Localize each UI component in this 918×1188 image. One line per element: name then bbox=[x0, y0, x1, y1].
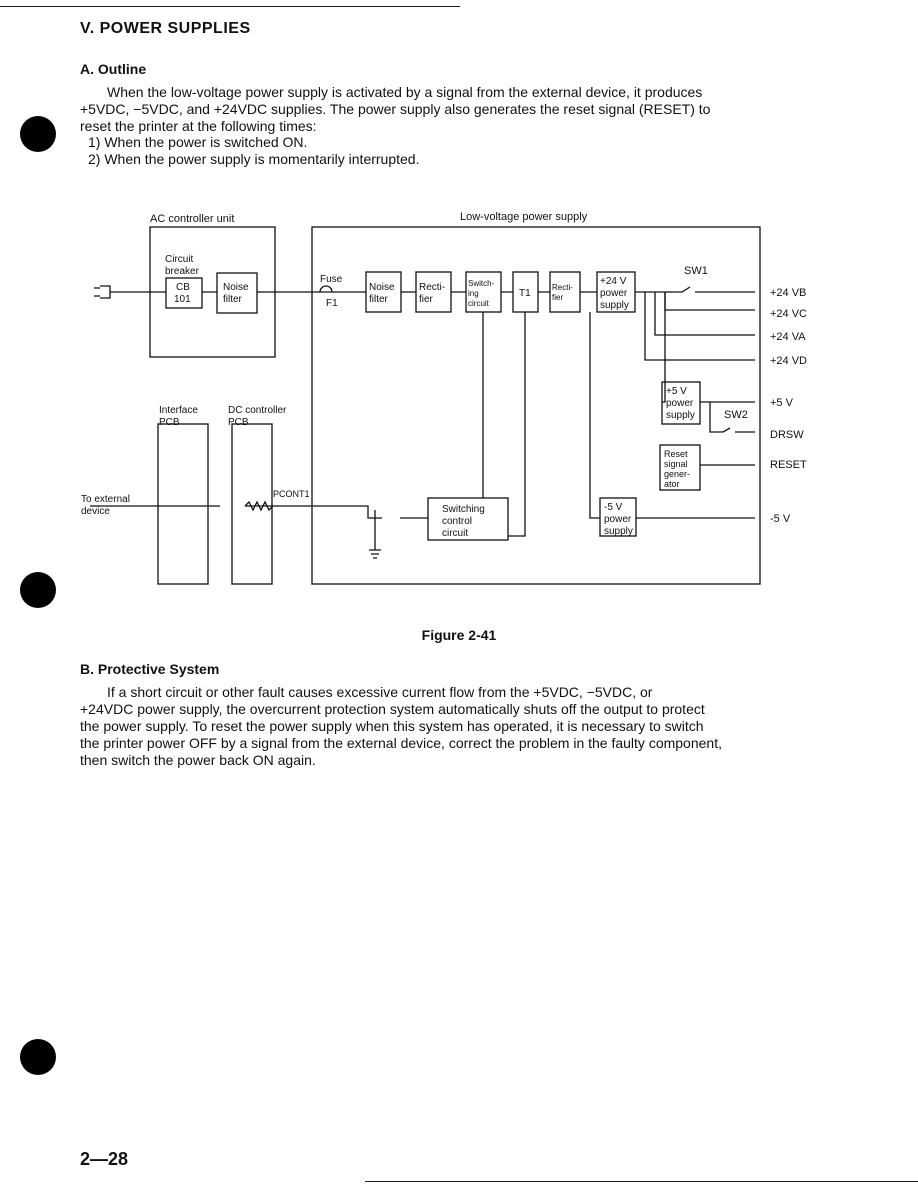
low-voltage-supply-frame bbox=[311, 226, 761, 585]
section-title: V. POWER SUPPLIES bbox=[80, 20, 251, 37]
interface-label: PCB bbox=[159, 417, 180, 428]
protective-line: +24VDC power supply, the overcurrent pro… bbox=[80, 701, 705, 717]
protective-line: then switch the power back ON again. bbox=[80, 752, 316, 768]
cb-label: CB bbox=[176, 282, 190, 293]
m5-supply-box bbox=[599, 497, 637, 537]
sw1-label: SW1 bbox=[684, 265, 708, 277]
low-voltage-label: Low-voltage power supply bbox=[460, 211, 588, 223]
f1-label: F1 bbox=[326, 298, 338, 309]
fuse-label: Fuse bbox=[320, 274, 343, 285]
fuse-symbol bbox=[319, 285, 333, 293]
t1-label: T1 bbox=[519, 288, 531, 299]
page-number: 2—28 bbox=[80, 1149, 129, 1169]
circuit-breaker-label: breaker bbox=[165, 266, 200, 277]
protective-line: the power supply. To reset the power sup… bbox=[80, 718, 704, 734]
outline-line: When the low-voltage power supply is act… bbox=[107, 84, 703, 100]
m5-label: power bbox=[604, 514, 632, 525]
rectifier2-label: Recti- bbox=[552, 283, 573, 292]
noise-filter-ac-box bbox=[216, 272, 258, 314]
output-5v: +5 V bbox=[770, 397, 794, 409]
list-item: 2) When the power supply is momentarily … bbox=[88, 151, 420, 167]
bottom-rule bbox=[365, 1181, 918, 1182]
dc-controller-pcb-frame bbox=[231, 423, 273, 585]
output-24vc: +24 VC bbox=[770, 308, 807, 320]
binder-hole-middle bbox=[20, 572, 56, 608]
pcont-label: PCONT1 bbox=[273, 489, 310, 499]
external-device-label: device bbox=[81, 506, 110, 517]
switching-control-label: circuit bbox=[442, 528, 468, 539]
output-reset: RESET bbox=[770, 459, 807, 471]
m5-label: supply bbox=[604, 526, 633, 537]
output-24vb: +24 VB bbox=[770, 287, 806, 299]
output-24vd: +24 VD bbox=[770, 355, 807, 367]
circuit-breaker-label: Circuit bbox=[165, 254, 194, 265]
switching-label: ing bbox=[468, 289, 479, 298]
reset-gen-label: signal bbox=[664, 459, 688, 469]
outline-line: +5VDC, −5VDC, and +24VDC supplies. The p… bbox=[80, 101, 711, 117]
interface-pcb-frame bbox=[157, 423, 209, 585]
noise-filter-label: filter bbox=[369, 294, 389, 305]
p24-label: +24 V bbox=[600, 276, 627, 287]
reset-gen-label: ator bbox=[664, 479, 680, 489]
p24-label: supply bbox=[600, 300, 629, 311]
interface-label: Interface bbox=[159, 405, 198, 416]
output-24va: +24 VA bbox=[770, 331, 806, 343]
output-m5v: -5 V bbox=[770, 513, 791, 525]
noise-filter-label: Noise bbox=[369, 282, 395, 293]
ac-controller-label: AC controller unit bbox=[150, 213, 234, 225]
outline-list: 1) When the power is switched ON. 2) Whe… bbox=[88, 134, 419, 168]
rectifier2-box bbox=[549, 271, 581, 313]
external-device-label: To external bbox=[81, 494, 130, 505]
power-supply-block-diagram: AC controller unit Low-voltage power sup… bbox=[70, 200, 830, 605]
m5-label: -5 V bbox=[604, 502, 623, 513]
binder-hole-top bbox=[20, 116, 56, 152]
p5-label: +5 V bbox=[666, 386, 687, 397]
rectifier2-label: fier bbox=[552, 293, 563, 302]
noise-filter-ac-label: Noise bbox=[223, 282, 249, 293]
p24-label: power bbox=[600, 288, 628, 299]
noise-filter-ac-label: filter bbox=[223, 294, 243, 305]
p5-supply-box bbox=[661, 381, 701, 425]
p5-label: supply bbox=[666, 410, 695, 421]
switching-control-label: control bbox=[442, 516, 472, 527]
outline-line: reset the printer at the following times… bbox=[80, 118, 317, 134]
rectifier-label: fier bbox=[419, 294, 434, 305]
reset-gen-label: Reset bbox=[664, 449, 688, 459]
dc-controller-label: DC controller bbox=[228, 405, 287, 416]
protective-line: the printer power OFF by a signal from t… bbox=[80, 735, 722, 751]
block-diagram-svg: AC controller unit Low-voltage power sup… bbox=[81, 211, 807, 585]
outline-paragraph: When the low-voltage power supply is act… bbox=[80, 84, 820, 135]
binder-hole-bottom bbox=[20, 1039, 56, 1075]
outline-heading: A. Outline bbox=[80, 61, 147, 77]
p5-label: power bbox=[666, 398, 694, 409]
switching-control-box bbox=[427, 497, 509, 541]
cb-label: 101 bbox=[174, 294, 191, 305]
figure-caption: Figure 2-41 bbox=[421, 627, 497, 643]
protective-paragraph: If a short circuit or other fault causes… bbox=[80, 684, 840, 769]
switching-label: Switch- bbox=[468, 279, 495, 288]
reset-generator-box bbox=[659, 444, 701, 491]
sw2-label: SW2 bbox=[724, 409, 748, 421]
switching-label: circuit bbox=[468, 299, 490, 308]
rectifier-label: Recti- bbox=[419, 282, 445, 293]
protective-heading: B. Protective System bbox=[80, 661, 220, 677]
cb101-box bbox=[165, 277, 203, 309]
dc-controller-label: PCB bbox=[228, 417, 249, 428]
list-item: 1) When the power is switched ON. bbox=[88, 134, 308, 150]
protective-line: If a short circuit or other fault causes… bbox=[107, 684, 653, 700]
top-rule bbox=[0, 6, 460, 7]
reset-gen-label: gener- bbox=[664, 469, 690, 479]
switching-control-label: Switching bbox=[442, 504, 485, 515]
output-drsw: DRSW bbox=[770, 429, 804, 441]
